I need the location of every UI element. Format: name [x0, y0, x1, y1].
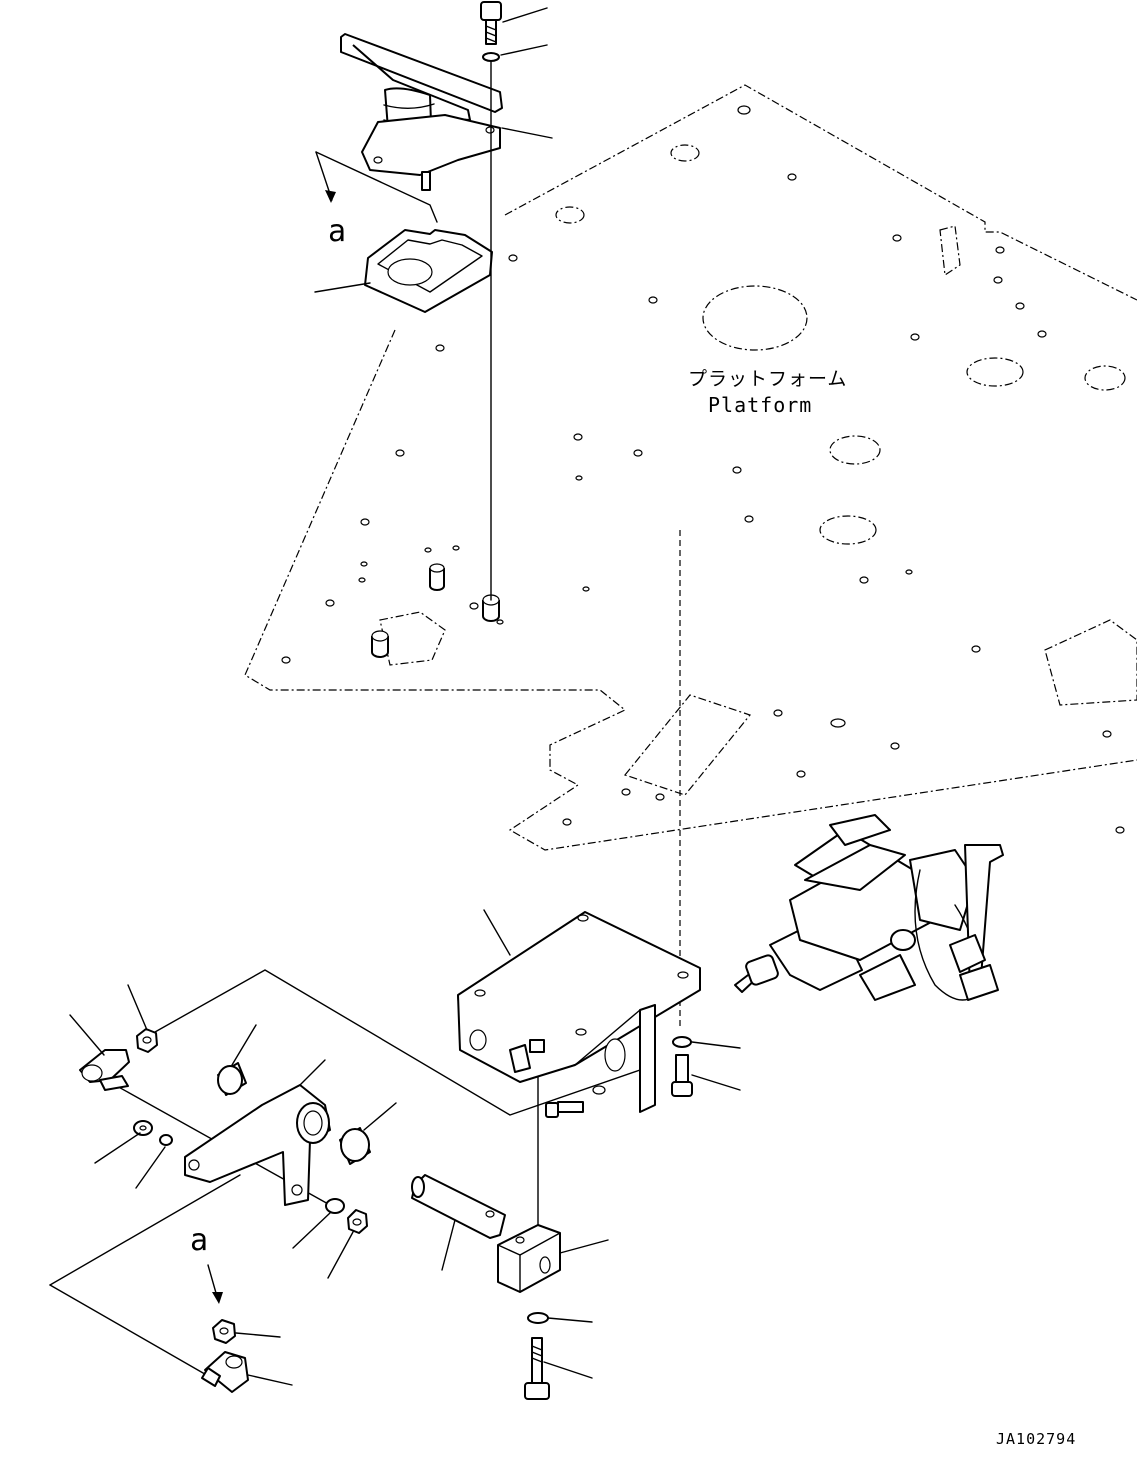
view-marker-a-top: a: [328, 214, 346, 249]
view-marker-a-bottom: a: [190, 1223, 208, 1258]
platform-outline: [244, 84, 1137, 851]
platform-holes: [281, 105, 1126, 834]
platform-label-jp: プラットフォーム: [688, 368, 847, 390]
drawing-number: JA102794: [996, 1430, 1076, 1448]
brake-valve: [734, 814, 1004, 1001]
lever-assembly: a: [49, 969, 641, 1400]
pedal-bracket: [457, 911, 701, 1118]
platform-label: プラットフォーム Platform: [688, 368, 847, 417]
top-bolt: [480, 1, 502, 45]
bottom-bolt: [524, 1337, 550, 1400]
right-bolt: [671, 1054, 693, 1097]
pedal-assembly: a: [315, 1, 503, 313]
right-washer: [672, 1036, 692, 1048]
platform-label-en: Platform: [708, 393, 812, 417]
leader-lines: [69, 7, 741, 1386]
platform-spacers: [371, 563, 500, 658]
top-washer: [482, 52, 500, 62]
